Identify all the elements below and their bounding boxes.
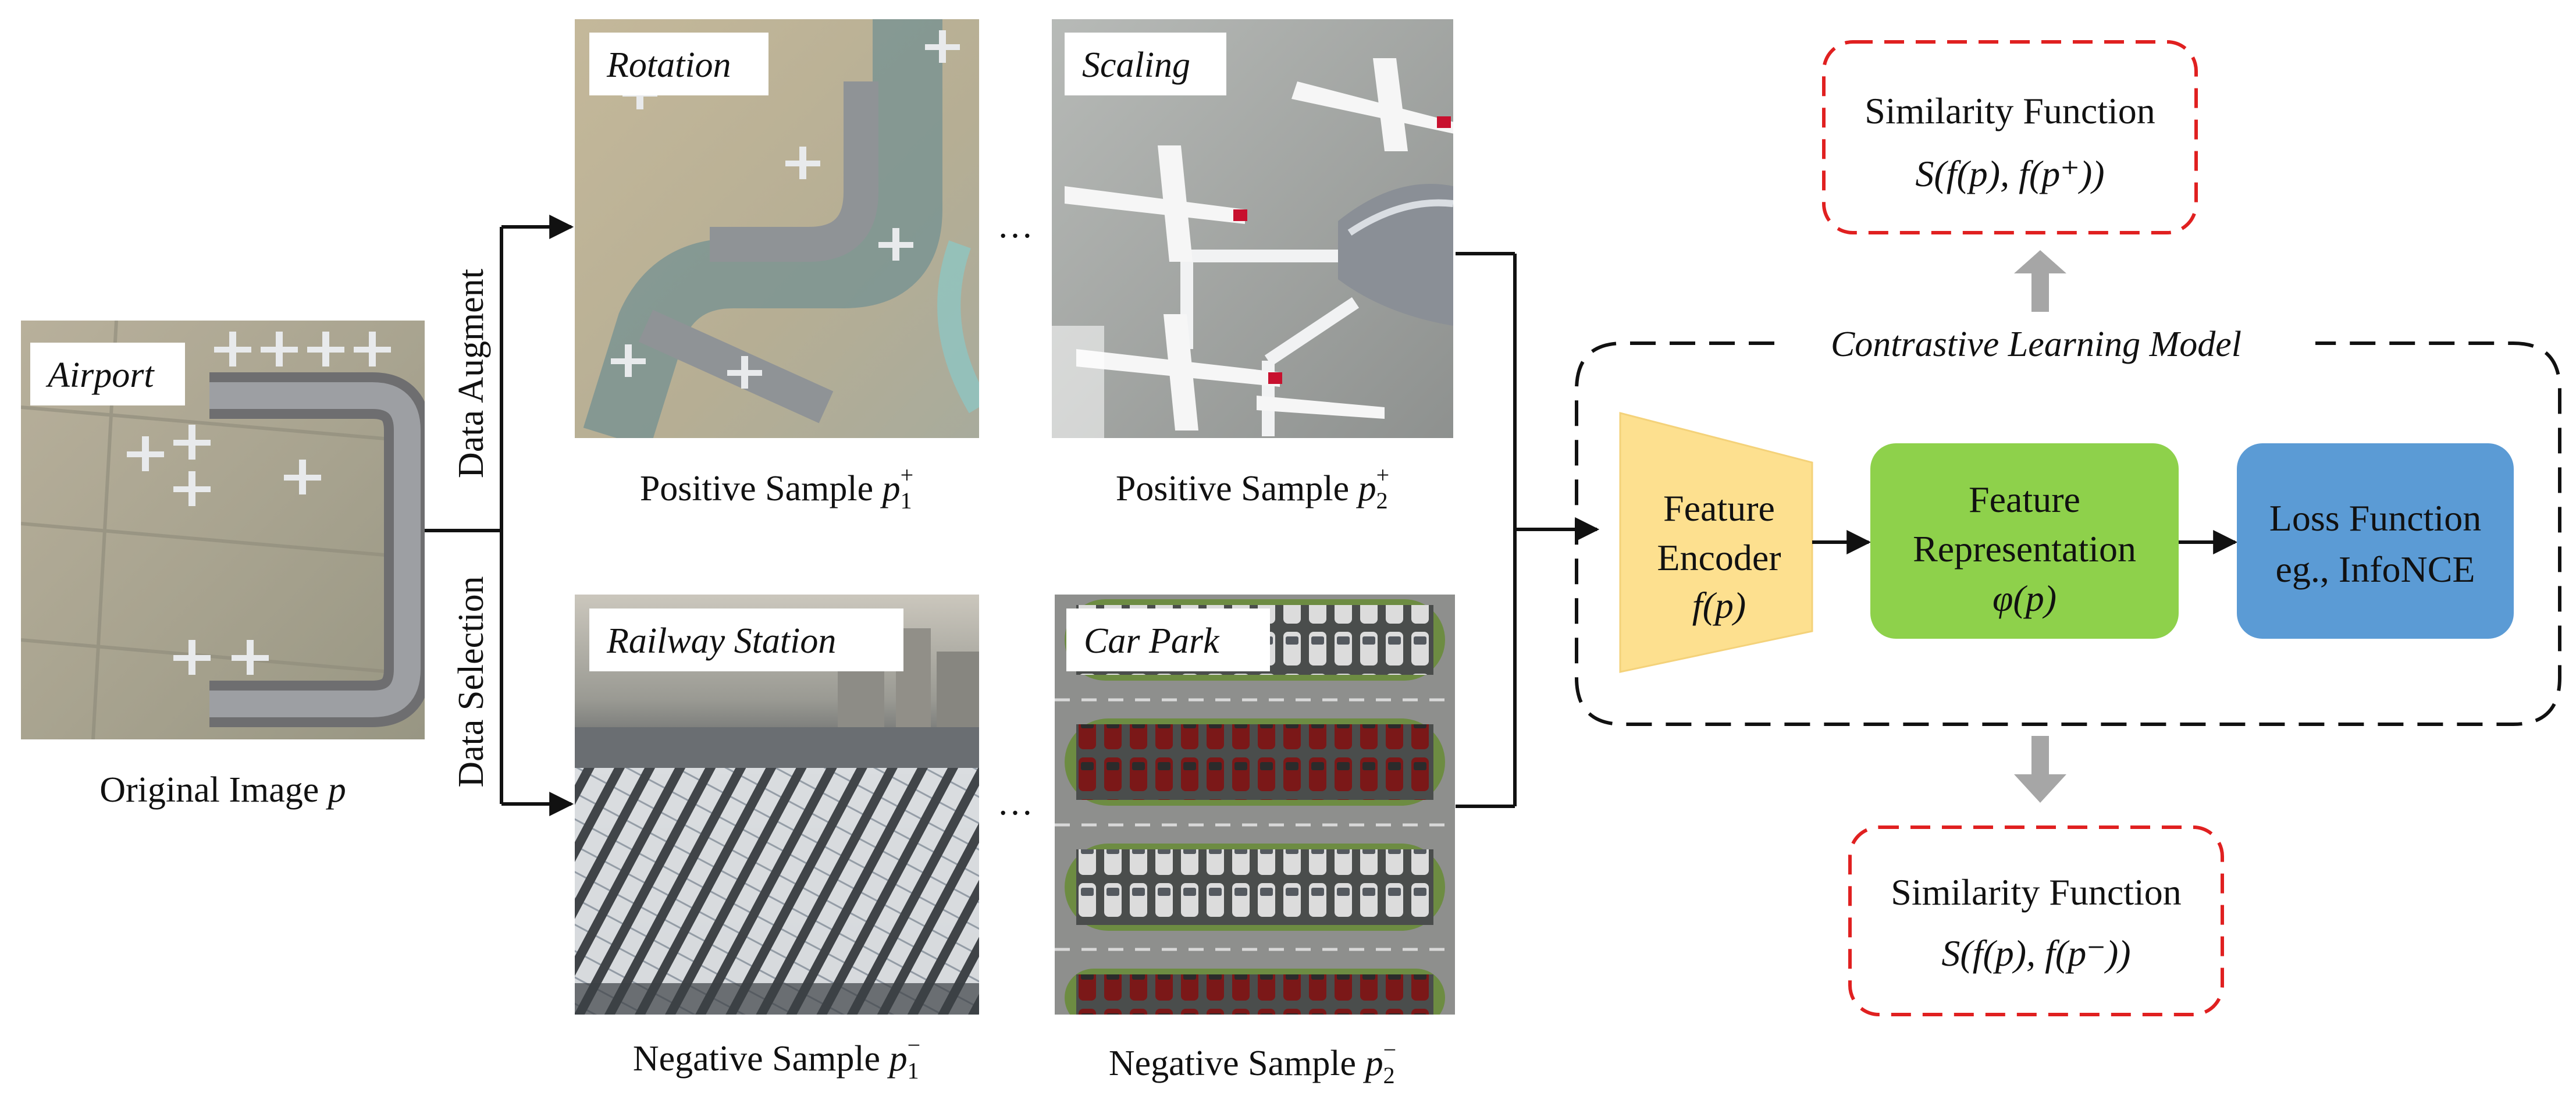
rotation-tag-text: Rotation [606,45,731,85]
car-park-tag: Car Park [1066,609,1270,671]
data-augment-label: Data Augment [451,269,491,478]
feature-representation-line1: Feature [1969,479,2080,520]
feature-encoder-formula: f(p) [1692,585,1746,626]
original-image-tag: Airport [30,343,185,405]
railway-station-tag-text: Railway Station [606,621,836,661]
negative-sample-2-caption: Negative Sample p2− [1109,1037,1396,1088]
feature-representation-box [1870,443,2179,639]
up-gray-arrow [2014,250,2066,312]
branch-connectors [425,215,574,816]
similarity-positive-formula: S(f(p), f(p⁺)) [1915,153,2104,194]
feature-encoder-line1: Feature [1663,487,1775,529]
original-image [21,321,425,739]
similarity-negative-formula: S(f(p), f(p⁻)) [1941,933,2130,974]
similarity-function-positive: Similarity Function S(f(p), f(p⁺)) [1822,40,2198,234]
car-park-tag-text: Car Park [1084,621,1220,661]
feature-representation-formula: φ(p) [1993,578,2056,619]
data-selection-label: Data Selection [451,576,491,787]
similarity-positive-title: Similarity Function [1865,90,2155,131]
railway-station-tag: Railway Station [589,609,903,671]
loss-function-line1: Loss Function [2269,497,2481,539]
original-tag-text: Airport [45,355,155,395]
positive-ellipsis: … [997,206,1033,245]
similarity-negative-title: Similarity Function [1891,871,2182,913]
positive-sample-1-caption: Positive Sample p1+ [640,462,913,514]
scaling-tag: Scaling [1065,33,1226,95]
scaling-tag-text: Scaling [1082,45,1190,85]
loss-function-box [2237,443,2514,639]
positive-sample-2-caption: Positive Sample p2+ [1116,462,1389,514]
feature-encoder-shape [1619,412,1813,673]
rotation-tag: Rotation [589,33,768,95]
contrastive-learning-model: Contrastive Learning Model Feature Encod… [1575,325,2561,726]
model-title: Contrastive Learning Model [1831,325,2241,364]
loss-function-line2: eg., InfoNCE [2275,549,2475,590]
negative-ellipsis: … [997,783,1033,823]
feature-encoder-line2: Encoder [1657,537,1781,578]
down-gray-arrow [2014,736,2066,803]
similarity-function-negative: Similarity Function S(f(p), f(p⁻)) [1848,825,2224,1016]
negative-sample-1-caption: Negative Sample p1− [633,1032,920,1084]
rotation-image [575,19,979,438]
merge-connector [1456,252,1600,808]
feature-representation-line2: Representation [1913,528,2136,570]
original-caption: Original Image p [99,770,346,810]
